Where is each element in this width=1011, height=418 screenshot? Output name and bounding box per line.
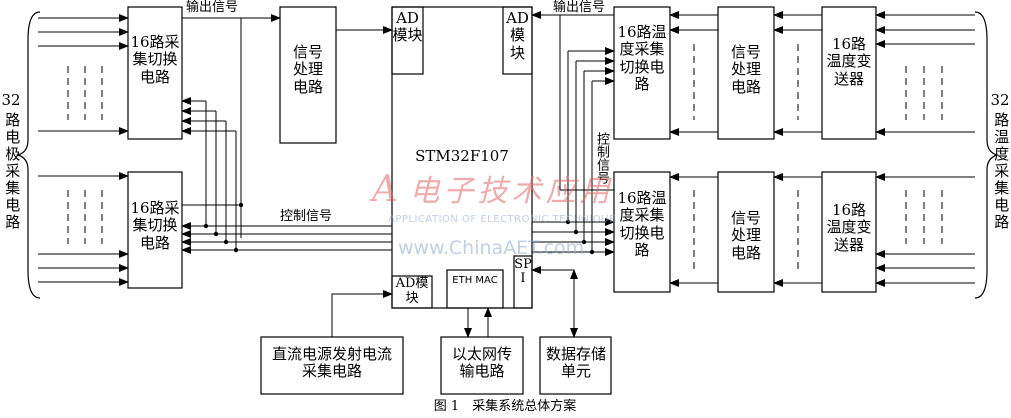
mux-temp-top-label: 16路温度采集切换电路 — [617, 23, 667, 93]
right-side-number: 32 — [990, 91, 1010, 109]
figure-caption: 图 1 采集系统总体方案 — [433, 399, 577, 414]
signal-proc-left-label: 信号处理电路 — [292, 43, 323, 96]
right-output-path — [531, 11, 614, 191]
left-top-dashes — [67, 66, 103, 120]
control-signal-left: 控制信号 — [280, 209, 333, 224]
storage-label: 数据存储单元 — [546, 345, 607, 381]
bottom-connections — [331, 266, 578, 338]
watermark-url: www.ChinaAET.com — [398, 237, 585, 259]
mux-left-bottom-label: 16路采集切换电路 — [130, 199, 180, 252]
right-brace — [974, 11, 1000, 299]
right-control-bus — [532, 47, 615, 256]
signal-proc-right-bottom-label: 信号处理电路 — [730, 209, 761, 262]
mcu-label: STM32F107 — [415, 147, 509, 165]
transmitter-to-proc — [773, 11, 822, 287]
left-bottom-inputs — [38, 172, 129, 286]
right-side-label: 路温度采集电路 — [992, 112, 1011, 231]
right-junction-dots — [565, 219, 595, 255]
left-bottom-dashes — [67, 190, 103, 244]
eth-mac-label: ETH MAC — [452, 275, 498, 286]
right-inputs — [875, 11, 975, 287]
output-signal-right: 输出信号 — [553, 0, 606, 15]
left-output-path — [182, 14, 393, 238]
spi-label: SPI — [514, 257, 532, 286]
transmitter-bottom-label: 16路温度变送器 — [826, 201, 872, 254]
watermark-brand: A 电子技术应用 — [372, 169, 614, 210]
left-control-bus — [181, 97, 392, 254]
dc-source-label: 直流电源发射电流采集电路 — [271, 345, 392, 381]
ad-top-right-label: AD模块 — [506, 9, 529, 62]
watermark-letter-icon: A — [372, 169, 398, 210]
watermark-subtitle: APPLICATION OF ELECTRONIC TECHNIQUE — [388, 214, 616, 225]
left-junction-dots — [203, 202, 244, 253]
ethernet-label: 以太网传输电路 — [451, 345, 512, 381]
right-input-dashes — [905, 66, 943, 244]
left-side-number: 32 — [1, 91, 21, 109]
control-signal-right: 控制信号 — [593, 132, 609, 184]
signal-proc-right-top-label: 信号处理电路 — [730, 43, 761, 96]
ad-top-left-label: AD模块 — [392, 9, 423, 45]
transmitter-top-label: 16路温度变送器 — [826, 35, 872, 88]
left-top-inputs — [38, 14, 129, 135]
ad-bottom-label: AD模块 — [395, 276, 429, 306]
mux-temp-bottom-label: 16路温度采集切换电路 — [617, 189, 667, 259]
output-signal-left: 输出信号 — [186, 0, 239, 15]
left-brace — [15, 11, 41, 299]
right-proc-to-mux — [669, 11, 718, 287]
left-side-label: 路电极采集电路 — [3, 112, 22, 231]
mux-left-top-label: 16路采集切换电路 — [130, 33, 180, 86]
